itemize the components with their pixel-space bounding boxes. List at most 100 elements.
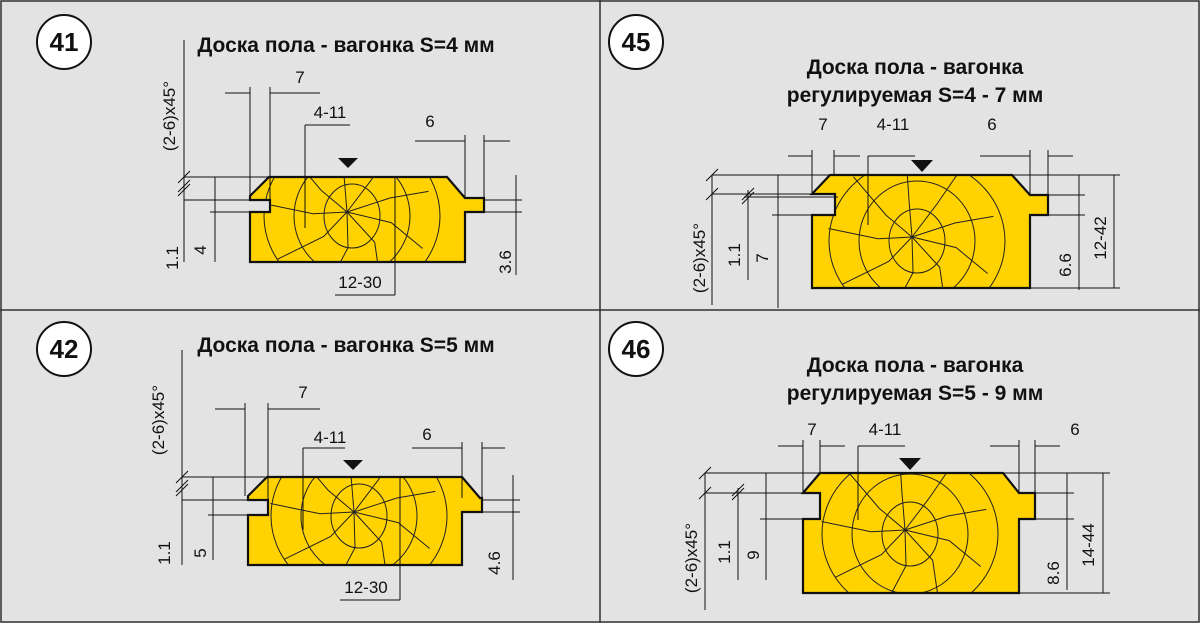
grain-crack [911, 175, 962, 238]
reference-triangle-icon [899, 458, 921, 470]
grain-crack [904, 529, 940, 593]
dim-groove-width: 7 [818, 115, 827, 134]
dim-chamfer: (2-6)x45° [149, 385, 168, 455]
panel-title-line-2: регулируемая S=4 - 7 мм [787, 84, 1043, 107]
grain-crack [270, 503, 355, 515]
board-profile [248, 175, 486, 264]
grain-crack [911, 236, 947, 288]
dim-groove-depth: 7 [753, 253, 772, 262]
dim-tongue-width: 6 [1070, 420, 1079, 439]
dim-thickness: 14-44 [1079, 523, 1098, 566]
panel-number: 45 [622, 27, 651, 57]
grain-crack [911, 215, 994, 238]
dim-tongue-width: 6 [425, 112, 434, 131]
grain-crack [284, 511, 355, 560]
panel-title: Доска пола - вагонка S=4 мм [197, 34, 494, 57]
grain-crack [821, 521, 906, 533]
dim-chamfer: (2-6)x45° [690, 223, 709, 293]
grain-crack [842, 236, 913, 285]
panel-46: 46 Доска пола - вагонка регулируемая S=5… [608, 321, 1110, 610]
reference-triangle-icon [343, 460, 363, 470]
grain-crack [905, 175, 913, 238]
grain-ring [821, 473, 999, 593]
grain-crack [263, 203, 348, 215]
panel-number: 46 [622, 334, 651, 364]
dim-tongue-height: 8.6 [1044, 561, 1063, 585]
panel-number-badge [36, 14, 92, 70]
grain-crack [288, 177, 348, 213]
grain-crack [330, 511, 356, 565]
dimension-lines [175, 350, 520, 601]
grain-crack [828, 228, 913, 240]
wood-grain [263, 177, 441, 262]
dim-thickness: 12-30 [338, 273, 381, 292]
dim-groove-offset: 4-11 [314, 103, 347, 122]
grain-ring [828, 175, 1006, 288]
panel-45: 45 Доска пола - вагонка регулируемая S=4… [608, 14, 1120, 308]
grain-crack [346, 190, 429, 213]
dim-tongue-height: 4.6 [485, 551, 504, 575]
grain-crack [295, 477, 355, 513]
dim-tongue-width: 6 [422, 425, 431, 444]
panel-title-line-2: регулируемая S=5 - 9 мм [787, 382, 1043, 405]
grain-ring [888, 208, 946, 274]
wood-grain [828, 175, 1006, 288]
dim-chamfer: (2-6)x45° [682, 523, 701, 593]
board-profile [809, 173, 1050, 290]
grain-crack [911, 236, 988, 274]
panel-title: Доска пола - вагонка S=5 мм [197, 334, 494, 357]
grain-crack [888, 236, 914, 288]
panel-title-line-1: Доска пола - вагонка [807, 354, 1024, 377]
grain-crack [353, 490, 436, 513]
dim-thickness: 12-30 [344, 578, 387, 597]
grain-ring [881, 501, 939, 567]
dim-groove-offset: 4-11 [869, 420, 902, 439]
grain-crack [853, 176, 913, 238]
panel-42: 42 Доска пола - вагонка S=5 мм 7 4-11 6 … [36, 321, 520, 601]
dim-groove-depth: 4 [191, 245, 210, 254]
dim-chamfer: (2-6)x45° [160, 81, 179, 151]
grain-crack [904, 508, 987, 531]
dim-groove-offset: 4-11 [314, 428, 347, 447]
panel-number: 42 [50, 334, 79, 364]
grain-crack [846, 473, 906, 531]
panel-number-badge [608, 321, 664, 377]
grain-ring [323, 183, 381, 249]
grain-ring [330, 483, 388, 549]
panel-number-badge [36, 321, 92, 377]
grain-ring [263, 177, 441, 262]
grain-crack [898, 473, 906, 531]
dim-tongue-width: 6 [987, 115, 996, 134]
dim-tongue-height: 3.6 [496, 250, 515, 274]
dim-groove-width: 7 [298, 383, 307, 402]
wood-grain [270, 477, 448, 565]
grain-ring [300, 477, 418, 565]
dim-groove-width: 7 [807, 420, 816, 439]
reference-triangle-icon [338, 158, 358, 168]
grain-crack [353, 511, 430, 549]
grain-crack [340, 177, 348, 213]
grain-ring [293, 177, 411, 262]
panel-41: 41 Доска пола - вагонка S=4 мм 7 4-11 6 … [36, 14, 522, 296]
grain-crack [346, 177, 397, 213]
grain-crack [346, 211, 423, 249]
dim-thickness: 12-42 [1091, 216, 1110, 259]
dim-groove-offset: 4-11 [877, 115, 910, 134]
dim-groove-depth: 5 [191, 548, 210, 557]
panel-number: 41 [50, 27, 79, 57]
grain-crack [904, 529, 981, 567]
grain-crack [353, 511, 389, 565]
grain-crack [353, 477, 404, 513]
reference-triangle-icon [911, 160, 933, 172]
dim-tongue-height: 6.6 [1056, 253, 1075, 277]
grain-ring [270, 477, 448, 565]
grain-crack [835, 529, 906, 578]
grain-crack [346, 211, 382, 262]
grain-crack [277, 211, 348, 260]
dim-lip: 1.1 [155, 541, 174, 565]
grain-crack [347, 477, 355, 513]
dim-lip: 1.1 [163, 246, 182, 270]
dim-groove-depth: 9 [744, 550, 763, 559]
dim-lip: 1.1 [725, 243, 744, 267]
